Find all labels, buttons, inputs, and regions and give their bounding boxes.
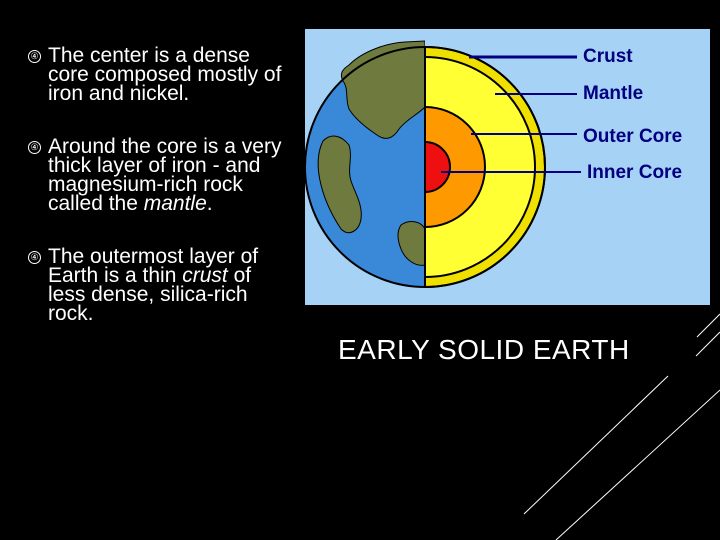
inner-core-layer (425, 141, 451, 193)
label-inner-core: Inner Core (587, 162, 682, 183)
decor-line (696, 313, 720, 338)
bullet-text-end: . (206, 192, 213, 215)
outer-core-layer (425, 106, 486, 228)
decor-line (523, 375, 669, 515)
landmass-southeast (397, 221, 425, 266)
bullet-marker-icon: ④ (28, 251, 41, 264)
bullet-mantle: ④ Around the core is a very thick layer … (28, 135, 290, 215)
bullet-text-end: of less dense, silica-rich rock. (48, 264, 252, 325)
earth-layers-diagram: Crust Mantle Outer Core Inner Core (305, 29, 710, 305)
label-outer-core: Outer Core (583, 126, 682, 147)
landmass-south (317, 135, 362, 234)
decor-line (695, 331, 720, 357)
bullet-text: The outermost layer of Earth is a thin (48, 245, 259, 287)
bullet-crust: ④ The outermost layer of Earth is a thin… (28, 245, 290, 325)
bullet-core: ④ The center is a dense core composed mo… (28, 44, 290, 105)
bullet-text: Around the core is a very thick layer of… (48, 135, 282, 215)
bullet-marker-icon: ④ (28, 141, 41, 154)
earth-layers-svg: Crust Mantle Outer Core Inner Core (305, 29, 710, 305)
slide-title: EARLY SOLID EARTH (338, 334, 630, 365)
bullet-marker-icon: ④ (28, 50, 41, 63)
label-crust: Crust (583, 46, 633, 67)
bullet-text: The center is a dense core composed most… (48, 44, 282, 105)
bullet-emphasis: mantle (143, 192, 207, 215)
bullet-emphasis: crust (182, 264, 228, 287)
earth-outline (305, 46, 546, 288)
decor-line (555, 389, 720, 540)
label-mantle: Mantle (583, 83, 643, 104)
bullet-list: ④ The center is a dense core composed mo… (28, 44, 290, 325)
